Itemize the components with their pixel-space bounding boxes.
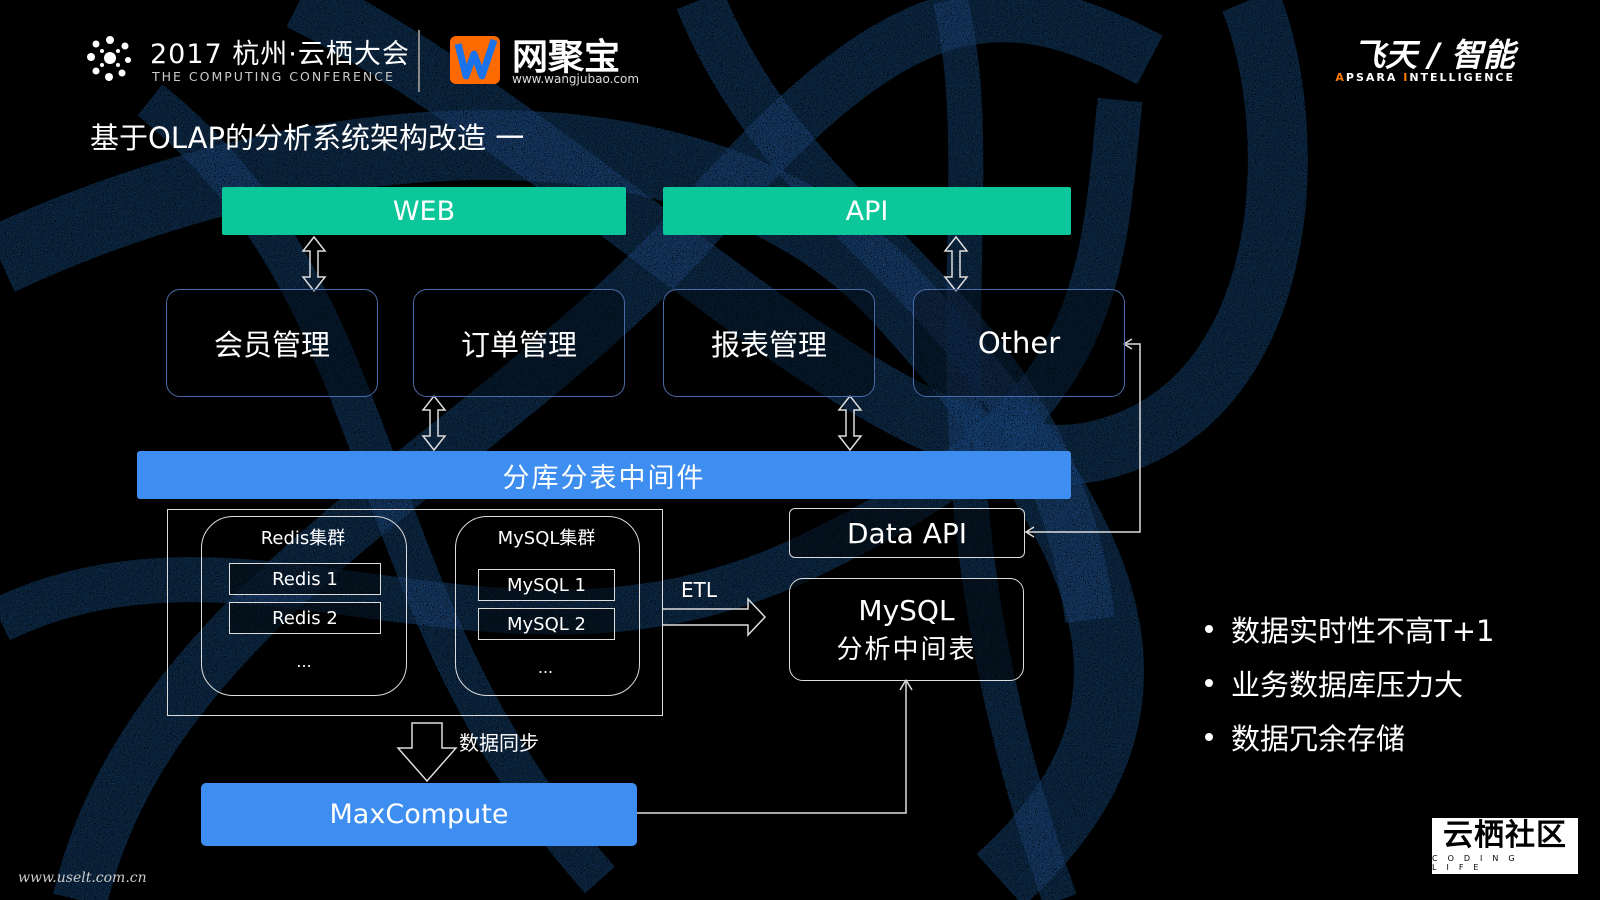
redis-node-2: Redis 2 <box>229 602 381 634</box>
etl-arrow-icon <box>662 597 767 637</box>
storage-frame <box>167 509 663 716</box>
data-api-box: Data API <box>789 508 1025 558</box>
redis-cluster <box>201 516 407 696</box>
double-arrow-icon <box>421 394 447 452</box>
conference-title: 2017 杭州·云栖大会 <box>150 39 410 70</box>
module-report: 报表管理 <box>663 289 875 397</box>
yunqi-logo-main: 云栖社区 <box>1443 818 1567 853</box>
bullet-text: 数据实时性不高T+1 <box>1231 614 1495 648</box>
apsara-sub-a: A <box>1335 71 1346 84</box>
sync-arrow-icon <box>396 722 458 783</box>
double-arrow-icon <box>943 235 969 293</box>
partner-url: www.wangjubao.com <box>512 72 640 86</box>
redis-node-1: Redis 1 <box>229 563 381 595</box>
bullet-item: 业务数据库压力大 <box>1205 656 1494 710</box>
mysql-cluster <box>455 516 640 696</box>
web-bar: WEB <box>222 187 626 235</box>
redis-more: ... <box>296 652 312 671</box>
header-divider <box>418 30 420 92</box>
mysql-more: ... <box>537 658 554 677</box>
sharding-middleware-bar: 分库分表中间件 <box>137 451 1071 499</box>
watermark: www.uselt.com.cn <box>18 870 147 886</box>
mysql-node-2: MySQL 2 <box>478 608 615 640</box>
bullet-dot-icon <box>1205 625 1213 633</box>
mysql-cluster-label: MySQL集群 <box>497 528 596 549</box>
double-arrow-icon <box>301 235 327 293</box>
bullet-dot-icon <box>1205 733 1213 741</box>
module-member: 会员管理 <box>166 289 378 397</box>
bullet-dot-icon <box>1205 679 1213 687</box>
conference-logo-icon <box>87 36 131 81</box>
bullet-item: 数据实时性不高T+1 <box>1205 602 1494 656</box>
apsara-sub-d: NTELLIGENCE <box>1409 71 1515 84</box>
redis-cluster-label: Redis集群 <box>260 528 346 549</box>
module-other: Other <box>913 289 1125 397</box>
apsara-sub-c: I <box>1403 71 1410 84</box>
partner-name: 网聚宝 <box>512 37 621 78</box>
module-order: 订单管理 <box>413 289 625 397</box>
conference-subtitle: THE COMPUTING CONFERENCE <box>152 69 395 84</box>
mysql-analysis-box: MySQL 分析中间表 <box>789 578 1024 681</box>
api-bar: API <box>663 187 1071 235</box>
wangjubao-logo-icon <box>450 36 500 84</box>
yunqi-community-logo: 云栖社区 CODING LIFE <box>1432 818 1578 874</box>
bullet-item: 数据冗余存储 <box>1205 710 1494 764</box>
bullet-text: 数据冗余存储 <box>1231 722 1406 756</box>
yunqi-logo-sub: CODING LIFE <box>1432 854 1525 872</box>
apsara-subtitle: APSARA INTELLIGENCE <box>1335 71 1515 84</box>
mysql-analysis-line2: 分析中间表 <box>836 634 977 665</box>
bullet-text: 业务数据库压力大 <box>1231 668 1464 702</box>
bullet-list: 数据实时性不高T+1 业务数据库压力大 数据冗余存储 <box>1205 602 1494 764</box>
mysql-analysis-line1: MySQL <box>858 593 955 627</box>
page-title: 基于OLAP的分析系统架构改造 一 <box>90 121 525 155</box>
etl-label: ETL <box>681 578 717 602</box>
data-sync-label: 数据同步 <box>459 731 539 755</box>
apsara-sub-b: PSARA <box>1345 71 1404 84</box>
apsara-title: 飞天 / 智能 <box>1353 36 1515 74</box>
double-arrow-icon <box>837 394 863 452</box>
mysql-node-1: MySQL 1 <box>478 569 615 601</box>
maxcompute-box: MaxCompute <box>201 783 637 846</box>
